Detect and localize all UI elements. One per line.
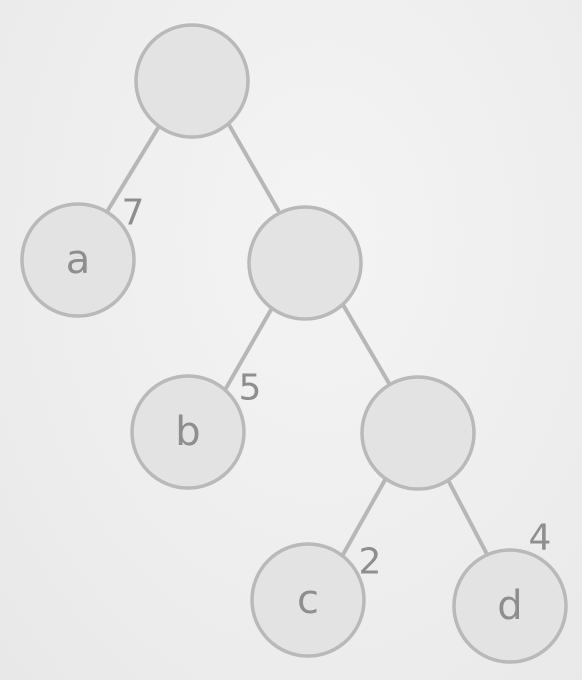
root-node — [134, 23, 250, 139]
leaf-c-weight-label: 2 — [359, 542, 382, 583]
leaf-d-weight-label: 4 — [529, 518, 552, 559]
leaf-a-weight-label: 7 — [122, 193, 145, 234]
leaf-node-b — [130, 374, 246, 490]
leaf-node-a — [20, 202, 136, 318]
edge-internal-1-to-internal-2 — [340, 301, 392, 387]
edge-internal-1-to-leaf-b — [223, 306, 274, 392]
internal-node-2 — [360, 375, 476, 491]
edge-root-to-leaf-a — [103, 126, 160, 217]
edge-root-to-internal-1 — [226, 121, 280, 212]
leaf-node-d-label: d — [497, 583, 522, 629]
leaf-node-a-label: a — [66, 237, 91, 283]
leaf-node-d — [452, 548, 568, 664]
edge-internal-2-to-leaf-c — [338, 478, 387, 562]
leaf-b-weight-label: 5 — [239, 368, 262, 409]
leaf-node-c — [250, 542, 366, 658]
leaf-node-c-label: c — [297, 577, 319, 623]
internal-node-1 — [247, 205, 363, 321]
leaf-node-b-label: b — [175, 409, 200, 455]
edge-internal-2-to-leaf-d — [445, 476, 492, 562]
